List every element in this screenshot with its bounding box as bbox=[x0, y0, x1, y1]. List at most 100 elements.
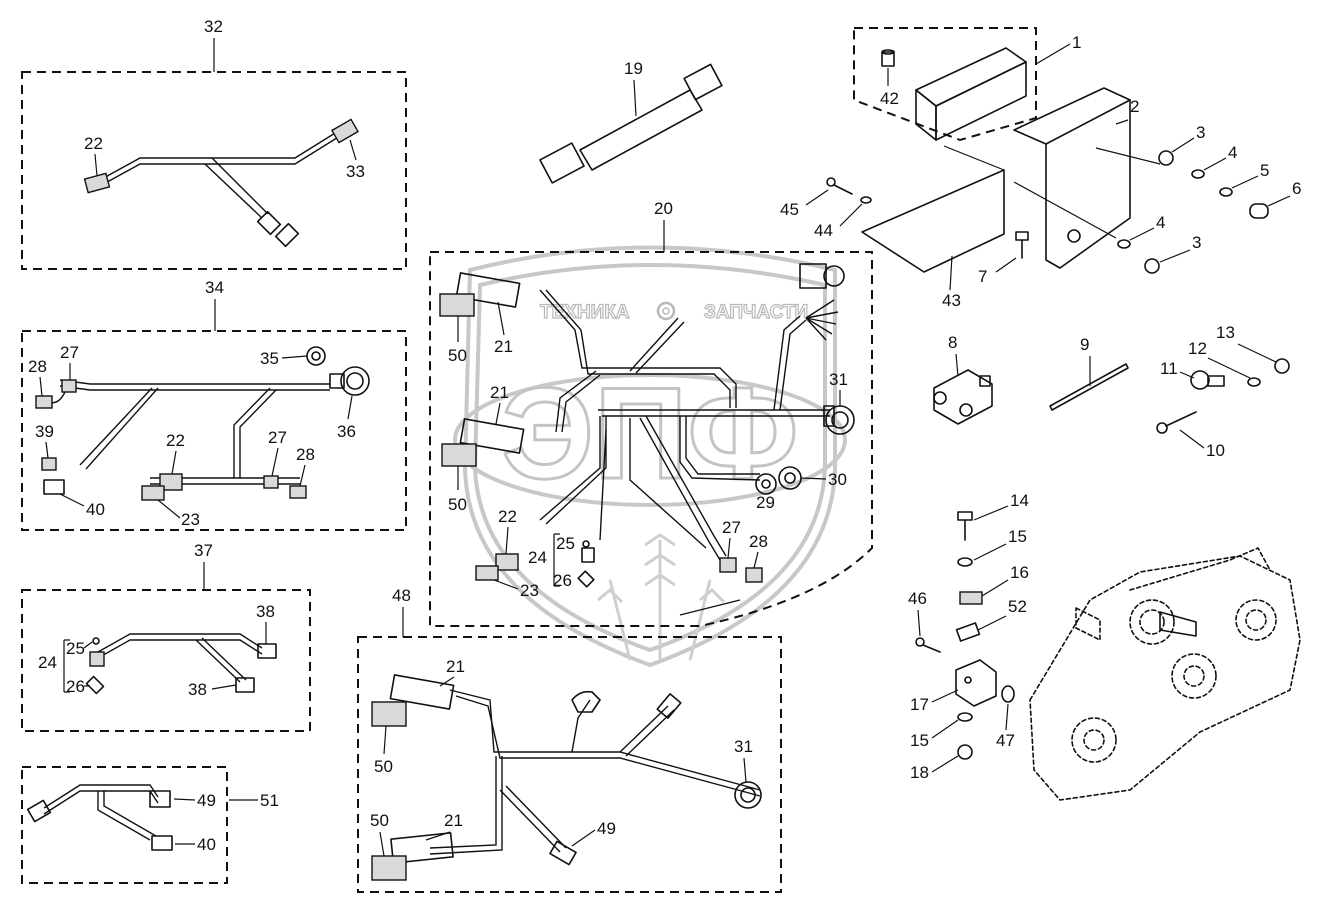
watermark-logo: ЭПФ bbox=[502, 360, 799, 506]
callout-38: 38 bbox=[188, 680, 207, 699]
assembly-34: 34 28 27 35 36 bbox=[21, 278, 407, 531]
connector-50 bbox=[439, 293, 475, 317]
callout-24: 24 bbox=[528, 548, 547, 567]
screw-25 bbox=[92, 637, 100, 645]
connector-21 bbox=[389, 674, 455, 710]
plate-43 bbox=[861, 169, 1005, 273]
callout-4: 4 bbox=[1228, 143, 1237, 162]
callout-21: 21 bbox=[490, 383, 509, 402]
assembly-37: 37 38 38 25 24 26 bbox=[21, 541, 311, 732]
callout-40: 40 bbox=[86, 500, 105, 519]
connector-39 bbox=[41, 457, 57, 471]
callout-33: 33 bbox=[346, 162, 365, 181]
connector-21 bbox=[455, 272, 521, 308]
clamp-24 bbox=[89, 651, 105, 667]
washer-4 bbox=[1191, 169, 1205, 179]
bracket-17 bbox=[955, 659, 997, 707]
callout-27: 27 bbox=[268, 428, 287, 447]
washer-15 bbox=[957, 557, 973, 567]
group-box-37 bbox=[21, 589, 311, 732]
callout-50: 50 bbox=[448, 346, 467, 365]
gearbox-housing bbox=[1029, 547, 1301, 801]
watermark: ТЕХНИКА ЗАПЧАСТИ ЭПФ bbox=[453, 245, 847, 668]
callout-25: 25 bbox=[66, 639, 85, 658]
callout-2: 2 bbox=[1130, 97, 1139, 116]
callout-30: 30 bbox=[828, 470, 847, 489]
wire-ends bbox=[805, 299, 839, 341]
connector-23 bbox=[141, 485, 165, 501]
group-box-51 bbox=[21, 766, 228, 884]
connector-21 bbox=[459, 418, 525, 454]
callout-4: 4 bbox=[1156, 213, 1165, 232]
callout-11: 11 bbox=[1160, 359, 1178, 378]
assembly-32: 32 22 33 bbox=[21, 17, 407, 270]
connector-21 bbox=[390, 832, 454, 864]
connector-22 bbox=[83, 172, 111, 194]
callout-21: 21 bbox=[444, 811, 463, 830]
callout-22: 22 bbox=[498, 507, 517, 526]
connector-33 bbox=[331, 118, 359, 144]
callout-13: 13 bbox=[1216, 323, 1235, 342]
callout-21: 21 bbox=[446, 657, 465, 676]
callout-3: 3 bbox=[1192, 233, 1201, 252]
callout-18: 18 bbox=[910, 763, 929, 782]
group-label-37: 37 bbox=[194, 541, 213, 560]
callout-1: 1 bbox=[1072, 33, 1081, 52]
screw-46 bbox=[915, 637, 941, 653]
callout-45: 45 bbox=[780, 200, 799, 219]
washer-44 bbox=[860, 196, 872, 204]
callout-52: 52 bbox=[1008, 597, 1027, 616]
callout-31: 31 bbox=[734, 737, 753, 756]
callout-12: 12 bbox=[1188, 339, 1207, 358]
callout-50: 50 bbox=[370, 811, 389, 830]
callout-23: 23 bbox=[520, 581, 539, 600]
elbow-connector bbox=[571, 690, 601, 713]
callout-15: 15 bbox=[1008, 527, 1027, 546]
clamp-24 bbox=[581, 547, 595, 563]
bolt-45 bbox=[826, 177, 853, 195]
group-box-20 bbox=[429, 251, 873, 627]
callout-31: 31 bbox=[829, 370, 848, 389]
connector-38 bbox=[257, 643, 277, 659]
washer-47 bbox=[1001, 685, 1015, 703]
callout-42: 42 bbox=[880, 89, 899, 108]
nut-3 bbox=[1144, 258, 1160, 274]
clip-16 bbox=[959, 591, 983, 605]
connector-51 bbox=[26, 799, 52, 823]
callout-28: 28 bbox=[296, 445, 315, 464]
watermark-text-right: ЗАПЧАСТИ bbox=[704, 302, 808, 323]
group-label-20: 20 bbox=[654, 199, 673, 218]
assembly-48: 48 21 50 31 50 21 49 bbox=[357, 586, 782, 893]
valve-8: 8 bbox=[933, 333, 993, 425]
callout-19: 19 bbox=[624, 59, 643, 78]
connector-27 bbox=[61, 379, 77, 393]
bolt-14 bbox=[957, 511, 973, 541]
callout-49: 49 bbox=[197, 791, 216, 810]
control-box-1 bbox=[915, 47, 1027, 141]
callout-9: 9 bbox=[1080, 335, 1089, 354]
callout-38: 38 bbox=[256, 602, 275, 621]
connector-23 bbox=[475, 565, 499, 581]
cap-42 bbox=[881, 49, 895, 67]
connector-50 bbox=[371, 855, 407, 881]
nut-18 bbox=[957, 744, 973, 760]
callout-22: 22 bbox=[166, 431, 185, 450]
callout-3: 3 bbox=[1196, 123, 1205, 142]
plate-52 bbox=[955, 622, 981, 642]
group-box-48 bbox=[357, 636, 782, 893]
nut-3 bbox=[1158, 150, 1174, 166]
connector-35 bbox=[306, 346, 326, 366]
connector-22 bbox=[159, 473, 183, 491]
control-box-group: 42 1 2 43 45 44 7 bbox=[780, 27, 1301, 310]
connector-top bbox=[799, 263, 845, 289]
callout-50: 50 bbox=[374, 757, 393, 776]
connector-28 bbox=[289, 485, 307, 499]
clip-11: 11 bbox=[1160, 359, 1225, 390]
callout-46: 46 bbox=[908, 589, 927, 608]
connector-31 bbox=[734, 781, 762, 809]
group-label-51: 51 bbox=[260, 791, 279, 810]
callout-17: 17 bbox=[910, 695, 929, 714]
assembly-20: 20 bbox=[429, 199, 873, 627]
group-box-1 bbox=[853, 27, 1037, 142]
